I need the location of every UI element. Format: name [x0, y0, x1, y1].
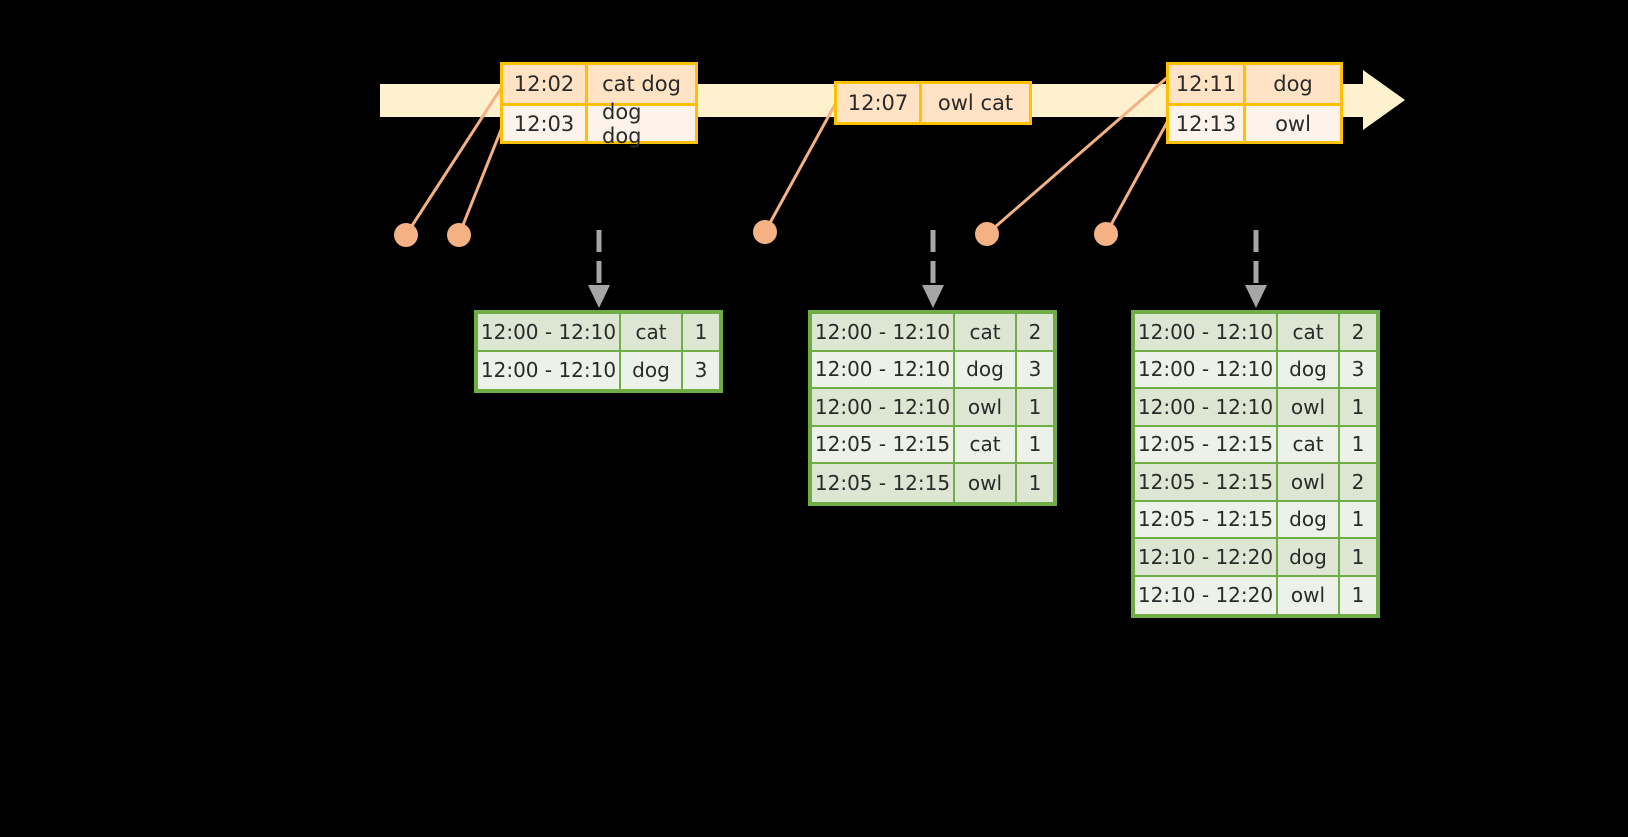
connector-dot-1 — [394, 223, 418, 247]
cell-word: cat — [955, 426, 1017, 462]
connector-line-5 — [1104, 116, 1172, 235]
event-text: owl cat — [937, 91, 1014, 115]
cell-word: owl — [1278, 389, 1340, 425]
event-row: 12:02 cat dog — [503, 65, 695, 103]
cell-word: dog — [1278, 539, 1340, 575]
cell-count: 2 — [1351, 469, 1365, 494]
connector-dot-4 — [975, 222, 999, 246]
event-text: dog dog — [602, 99, 642, 148]
cell-word: dog — [621, 351, 683, 389]
timeline-arrowhead-icon — [1363, 70, 1405, 130]
cell-word: cat — [955, 314, 1017, 350]
cell-window: 12:10 - 12:20 — [1135, 576, 1278, 614]
event-row: 12:13 owl — [1169, 103, 1340, 141]
cell-count: 1 — [1351, 394, 1365, 419]
dashed-down-arrow-icon — [922, 230, 944, 308]
cell-window: 12:00 - 12:10 — [478, 351, 621, 389]
event-time: 12:02 — [503, 65, 588, 103]
cell-count: 3 — [1351, 357, 1365, 382]
cell-window: 12:05 - 12:15 — [1135, 426, 1278, 462]
cell-count: 2 — [1351, 319, 1365, 344]
cell-window: 12:00 - 12:10 — [1135, 314, 1278, 350]
cell-word: owl — [955, 464, 1017, 502]
cell-count: 1 — [1028, 470, 1042, 495]
connector-dot-2 — [447, 223, 471, 247]
cell-count: 1 — [1351, 544, 1365, 569]
event-time: 12:07 — [837, 84, 922, 122]
cell-count: 2 — [1028, 319, 1042, 344]
cell-window: 12:00 - 12:10 — [812, 389, 955, 425]
cell-word: dog — [955, 351, 1017, 387]
cell-window: 12:05 - 12:15 — [812, 426, 955, 462]
connector-dot-3 — [753, 220, 777, 244]
event-row: 12:03 dog dog — [503, 99, 695, 148]
cell-count: 3 — [1028, 357, 1042, 382]
cell-window: 12:05 - 12:15 — [1135, 464, 1278, 500]
cell-count: 3 — [694, 358, 708, 383]
event-row: 12:11 dog — [1169, 65, 1340, 103]
cell-window: 12:00 - 12:10 — [1135, 351, 1278, 387]
event-group-1: 12:02 cat dog 12:03 dog dog — [500, 62, 698, 148]
event-group-3: 12:11 dog 12:13 owl — [1166, 62, 1343, 144]
event-group-2: 12:07 owl cat — [834, 81, 1032, 125]
event-text: dog — [1273, 72, 1313, 96]
event-text: cat dog — [602, 72, 681, 96]
cell-window: 12:10 - 12:20 — [1135, 539, 1278, 575]
dashed-down-arrow-icon — [1245, 230, 1267, 308]
cell-word: cat — [1278, 314, 1340, 350]
event-text: owl — [1275, 111, 1311, 136]
cell-window: 12:05 - 12:15 — [812, 464, 955, 502]
cell-word: cat — [621, 314, 683, 350]
cell-count: 1 — [1028, 394, 1042, 419]
cell-count: 1 — [694, 319, 708, 344]
cell-count: 1 — [1351, 432, 1365, 457]
connector-line-3 — [763, 98, 840, 233]
event-row: 12:07 owl cat — [837, 84, 1029, 122]
cell-window: 12:00 - 12:10 — [1135, 389, 1278, 425]
cell-word: owl — [1278, 576, 1340, 614]
cell-word: owl — [955, 389, 1017, 425]
cell-count: 1 — [1351, 583, 1365, 608]
cell-word: dog — [1278, 351, 1340, 387]
connector-dot-5 — [1094, 222, 1118, 246]
cell-window: 12:00 - 12:10 — [812, 351, 955, 387]
connector-line-2 — [457, 119, 507, 236]
cell-window: 12:00 - 12:10 — [478, 314, 621, 350]
cell-count: 1 — [1028, 432, 1042, 457]
cell-word: cat — [1278, 426, 1340, 462]
event-time: 12:03 — [503, 106, 588, 141]
dashed-down-arrow-icon — [588, 230, 610, 308]
cell-window: 12:00 - 12:10 — [812, 314, 955, 350]
cell-count: 1 — [1351, 507, 1365, 532]
event-time: 12:13 — [1169, 106, 1246, 141]
cell-word: owl — [1278, 464, 1340, 500]
cell-window: 12:05 - 12:15 — [1135, 501, 1278, 537]
cell-word: dog — [1278, 501, 1340, 537]
event-time: 12:11 — [1169, 65, 1246, 103]
